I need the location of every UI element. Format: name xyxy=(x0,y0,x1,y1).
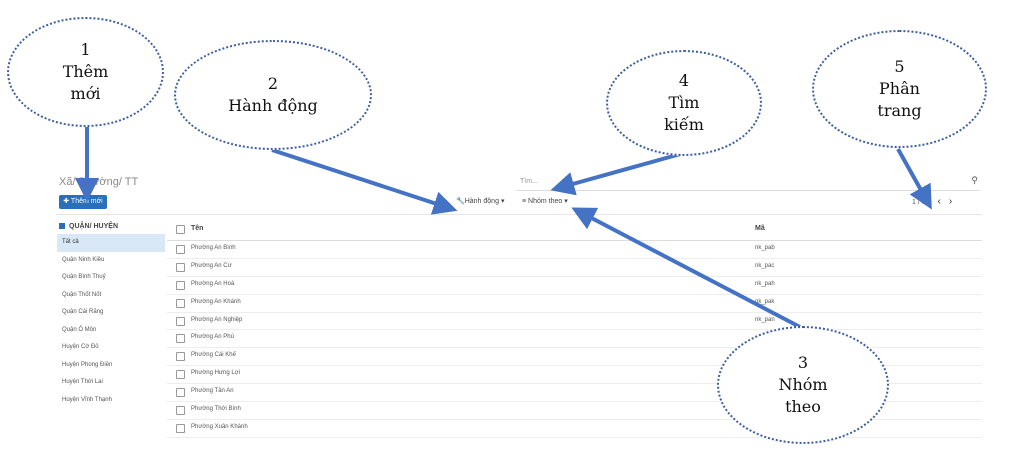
search-input[interactable]: Tìm... ⚲ xyxy=(516,175,980,191)
table-row[interactable]: Phường An Hoà nk_pah xyxy=(167,277,982,295)
column-header-code[interactable]: Mã xyxy=(755,225,765,232)
list-icon xyxy=(59,223,65,230)
row-checkbox[interactable] xyxy=(176,280,185,290)
cell-name: Phường Cái Khế xyxy=(191,352,236,359)
table-row[interactable]: Phường An Bình nk_pab xyxy=(167,241,982,259)
cell-code: nk_pab xyxy=(755,245,775,251)
cell-name: Phường An Hoà xyxy=(191,280,235,287)
row-checkbox[interactable] xyxy=(176,423,185,433)
table-row[interactable]: Phường An Phú xyxy=(167,330,982,349)
annotation-3: 3 Nhóm theo xyxy=(717,326,889,444)
cell-code: nk_pak xyxy=(755,298,775,305)
cell-code: nk_pah xyxy=(755,280,775,287)
breadcrumb: Xã/ Phường/ TT xyxy=(59,176,139,188)
annotation-5: 5 Phân trang xyxy=(812,30,987,148)
add-new-button[interactable]: ✚ Thêm mới xyxy=(59,195,107,209)
chevron-right-icon[interactable]: › xyxy=(948,196,953,207)
sidebar-item[interactable]: Huyện Phong Điền xyxy=(62,361,113,368)
group-by-dropdown-button[interactable]: ≡ Nhóm theo ▾ xyxy=(522,198,568,205)
sidebar-item[interactable]: Huyện Thới Lai xyxy=(62,379,103,385)
list-icon: ≡ xyxy=(522,198,527,205)
sidebar-item[interactable]: Huyện Cờ Đỏ xyxy=(62,344,99,350)
pager-total: 83 xyxy=(921,199,930,206)
sidebar-item[interactable]: Quận Bình Thuỷ xyxy=(62,274,106,280)
sidebar-item[interactable]: Quận Ninh Kiều xyxy=(62,256,105,263)
annotation-4: 4 Tìm kiếm xyxy=(606,50,762,156)
caret-down-icon: ▾ xyxy=(500,198,505,205)
select-all-checkbox[interactable] xyxy=(176,225,185,234)
caret-down-icon: ▾ xyxy=(564,198,568,205)
wrench-icon: 🔧 xyxy=(456,198,465,205)
row-checkbox[interactable] xyxy=(176,298,185,308)
row-checkbox[interactable] xyxy=(176,370,185,380)
action-dropdown-button[interactable]: 🔧Hành động ▾ xyxy=(456,198,505,205)
sidebar-item[interactable]: Quận Cái Răng xyxy=(62,309,104,315)
arrow-2 xyxy=(271,148,458,215)
row-checkbox[interactable] xyxy=(176,352,185,362)
column-header-name[interactable]: Tên xyxy=(191,225,204,232)
row-checkbox[interactable] xyxy=(176,388,185,398)
cell-name: Phường Tân An xyxy=(191,388,234,395)
cell-name: Phường An Khánh xyxy=(191,298,241,305)
cell-name: Phường An Cư xyxy=(191,262,232,269)
row-checkbox[interactable] xyxy=(176,245,185,254)
pager-range[interactable]: 1 xyxy=(912,199,916,206)
cell-name: Phường An Bình xyxy=(191,245,236,251)
annotation-2: 2 Hành động xyxy=(174,40,372,150)
cell-code: nk_pac xyxy=(755,262,775,269)
search-icon[interactable]: ⚲ xyxy=(971,175,978,185)
chevron-left-icon[interactable]: ‹ xyxy=(937,196,941,207)
cell-name: Phường Hưng Lợi xyxy=(191,370,240,377)
search-placeholder: Tìm... xyxy=(520,178,538,185)
sidebar-title: QUẬN/ HUYỆN xyxy=(57,220,165,234)
arrow-5 xyxy=(896,148,932,210)
table-row[interactable]: Phường An Khánh nk_pak xyxy=(167,295,982,313)
table-row[interactable]: Phường An Nghiệp nk_pan xyxy=(167,313,982,331)
row-checkbox[interactable] xyxy=(176,262,185,272)
sidebar-item[interactable]: Huyện Vĩnh Thạnh xyxy=(62,396,112,403)
table-row[interactable]: Phường Thới Bình xyxy=(167,402,982,420)
row-checkbox[interactable] xyxy=(176,334,185,344)
sidebar-item[interactable]: Quận Ô Môn xyxy=(62,326,97,333)
table-row[interactable]: Phường Xuân Khánh xyxy=(167,420,982,438)
cell-code: nk_pan xyxy=(755,316,775,323)
row-checkbox[interactable] xyxy=(176,316,185,326)
cell-name: Phường Thới Bình xyxy=(191,406,241,413)
sidebar-item[interactable]: Quận Thốt Nốt xyxy=(62,291,102,298)
table-header: Tên Mã xyxy=(167,218,982,241)
table-row[interactable]: Phường Hưng Lợi xyxy=(167,366,982,385)
toolbar-divider xyxy=(56,214,982,215)
cell-name: Phường Xuân Khánh xyxy=(191,423,248,430)
table-row[interactable]: Phường An Cư nk_pac xyxy=(167,259,982,277)
sidebar-item[interactable]: Tất cả xyxy=(57,234,165,252)
annotation-1: 1 Thêm mới xyxy=(7,17,164,127)
cell-name: Phường An Nghiệp xyxy=(191,316,243,323)
table-row[interactable]: Phường Tân An xyxy=(167,384,982,403)
cell-name: Phường An Phú xyxy=(191,334,234,341)
row-checkbox[interactable] xyxy=(176,406,185,416)
pager: 1 / 83 ‹ › xyxy=(912,196,953,207)
plus-icon: ✚ xyxy=(63,198,71,205)
table-row[interactable]: Phường Cái Khế xyxy=(167,348,982,367)
